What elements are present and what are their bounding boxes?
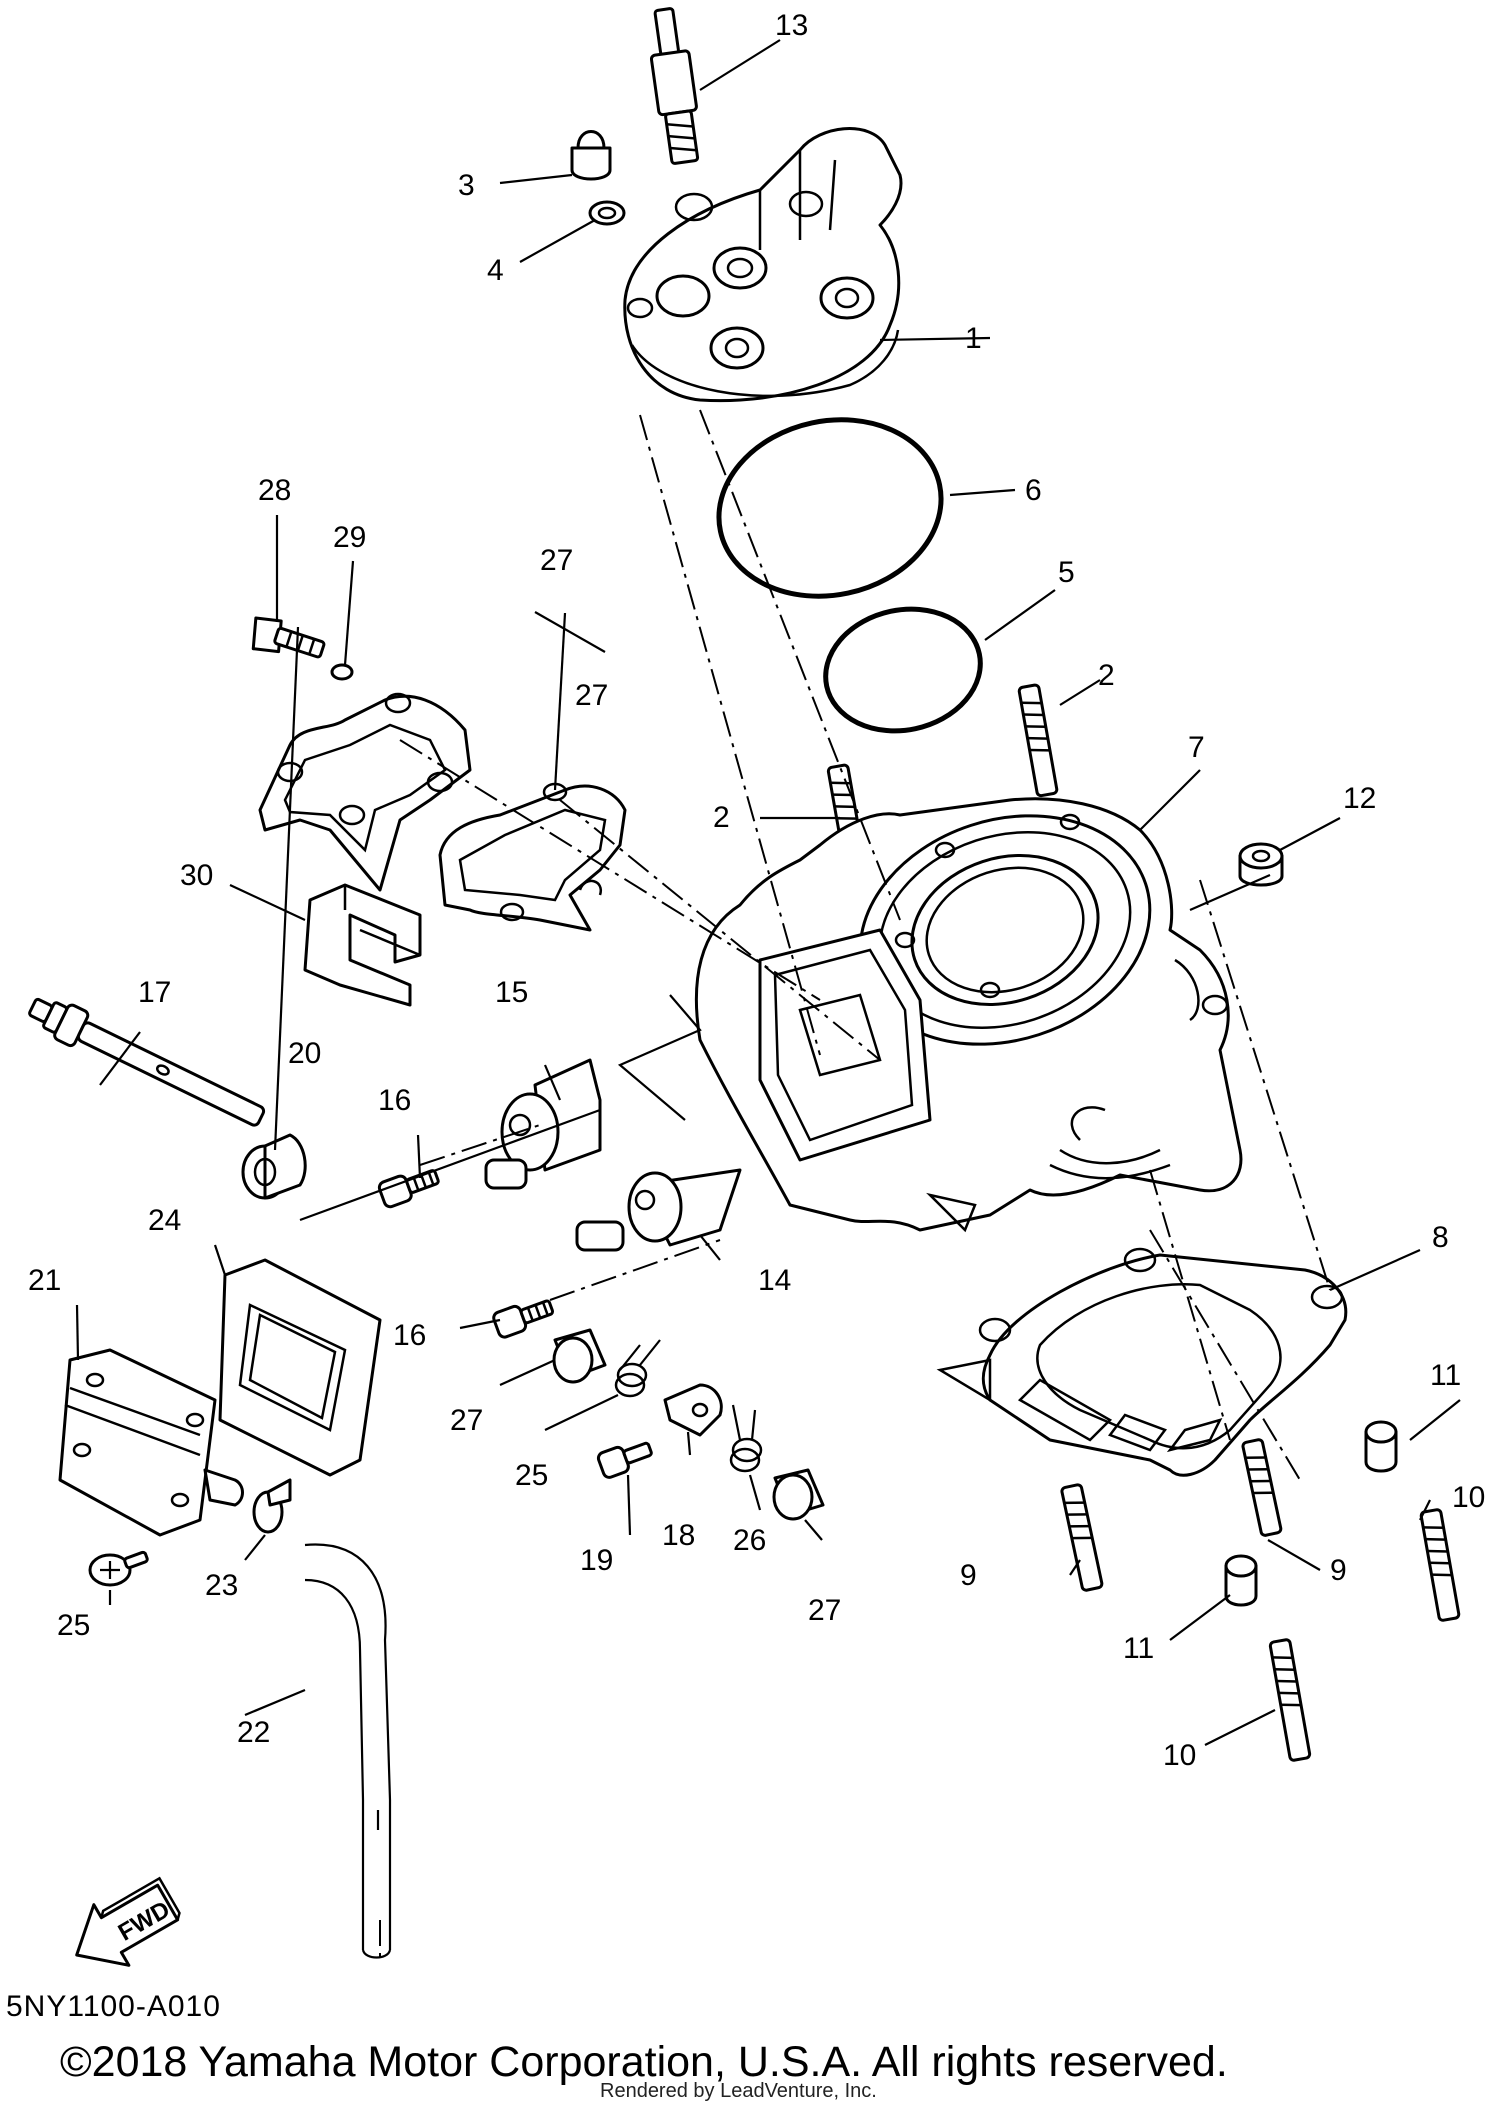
callout-16: 16: [378, 1084, 411, 1117]
callout-14: 14: [758, 1264, 791, 1297]
callout-27: 27: [808, 1594, 841, 1627]
collar: [772, 1468, 825, 1521]
callout-10: 10: [1452, 1481, 1485, 1514]
cover-gasket: [258, 692, 472, 892]
callout-7: 7: [1188, 731, 1205, 764]
callout-32: 30: [180, 859, 213, 892]
cylinder-head: [623, 127, 903, 403]
callout-24: 24: [148, 1204, 181, 1237]
callout-18: 18: [662, 1519, 695, 1552]
fwd-arrow-icon: FWD: [75, 1876, 181, 1967]
reed-valve-cover: [58, 1348, 244, 1537]
socket-bolt: [492, 1299, 555, 1339]
callout-22: 22: [237, 1716, 270, 1749]
o-ring-small: [823, 606, 983, 734]
callout-26: 26: [733, 1524, 766, 1557]
copper-washer: [588, 200, 626, 226]
callout-15: 15: [495, 976, 528, 1009]
stud-bolt: [1060, 1483, 1104, 1592]
power-valve-lower: [575, 1168, 742, 1252]
breather-hose: [304, 1543, 392, 1959]
base-gasket: [936, 1247, 1348, 1477]
cylinder: [694, 797, 1243, 1233]
callout-6: 6: [1025, 474, 1042, 507]
callout-26: 25: [515, 1459, 548, 1492]
stud-bolt: [1241, 1438, 1283, 1537]
rendered-by-credit: Rendered by LeadVenture, Inc.: [600, 2080, 877, 2102]
cylinder-nut: [1364, 1420, 1398, 1473]
callout-numbers: 13 3 4 1 6 5 2 2 7 12 28 29 27 27 30 17 …: [28, 9, 1485, 1772]
hose-clamp: [252, 1478, 292, 1534]
callout-31: 29: [333, 521, 366, 554]
copyright-notice: ©2018 Yamaha Motor Corporation, U.S.A. A…: [60, 2038, 1228, 2086]
callout-30: 28: [258, 474, 291, 507]
diagram-code: 5NY1100-A010: [6, 1990, 221, 2023]
callout-27: 27: [450, 1404, 483, 1437]
callout-3: 3: [458, 169, 475, 202]
stud-bolt: [1017, 683, 1059, 798]
valve-lever: [663, 1383, 723, 1437]
callout-5: 5: [1058, 556, 1075, 589]
callout-9: 9: [960, 1559, 977, 1592]
torsion-spring: [614, 1339, 661, 1398]
cover-gasket: [438, 782, 627, 932]
stud-bolt: [1268, 1638, 1312, 1762]
torsion-spring: [729, 1404, 763, 1473]
callout-11: 11: [1123, 1632, 1154, 1665]
callout-12: 12: [1343, 782, 1376, 815]
leader-lines: [75, 39, 1461, 1746]
rubber-seal: [303, 883, 422, 1007]
callout-21: 21: [28, 1264, 61, 1297]
socket-bolt: [377, 1169, 440, 1209]
callout-28: 27: [540, 544, 573, 577]
callout-2: 2: [713, 801, 730, 834]
stud-bolt: [1419, 1508, 1461, 1622]
callout-9: 9: [1330, 1554, 1347, 1587]
cylinder-nut: [1224, 1554, 1258, 1607]
spark-plug: [649, 7, 700, 165]
cap-nut: [570, 130, 612, 181]
o-ring-large: [716, 417, 944, 599]
callout-25: 25: [57, 1609, 90, 1642]
callout-10: 10: [1163, 1739, 1196, 1772]
callout-2: 2: [1098, 659, 1115, 692]
callout-13: 13: [775, 9, 808, 42]
callout-23: 23: [205, 1569, 238, 1602]
flange-nut: [1238, 842, 1284, 887]
callout-11: 11: [1430, 1359, 1461, 1392]
socket-bolt: [596, 1441, 653, 1479]
callout-4: 4: [487, 254, 504, 287]
flange-bolt: [251, 616, 326, 659]
callout-20: 20: [288, 1037, 321, 1070]
callout-1: 1: [965, 322, 982, 355]
callout-29: 27: [575, 679, 608, 712]
washer: [330, 663, 354, 681]
power-valve-upper: [484, 1058, 602, 1190]
collar: [552, 1328, 607, 1384]
callout-8: 8: [1432, 1221, 1449, 1254]
valve-bush: [241, 1133, 307, 1200]
callout-16: 16: [393, 1319, 426, 1352]
callout-19: 19: [580, 1544, 613, 1577]
valve-rod: [28, 997, 266, 1127]
reed-gasket: [218, 1258, 382, 1477]
callout-17: 17: [138, 976, 171, 1009]
phillips-screw: [88, 1550, 149, 1587]
